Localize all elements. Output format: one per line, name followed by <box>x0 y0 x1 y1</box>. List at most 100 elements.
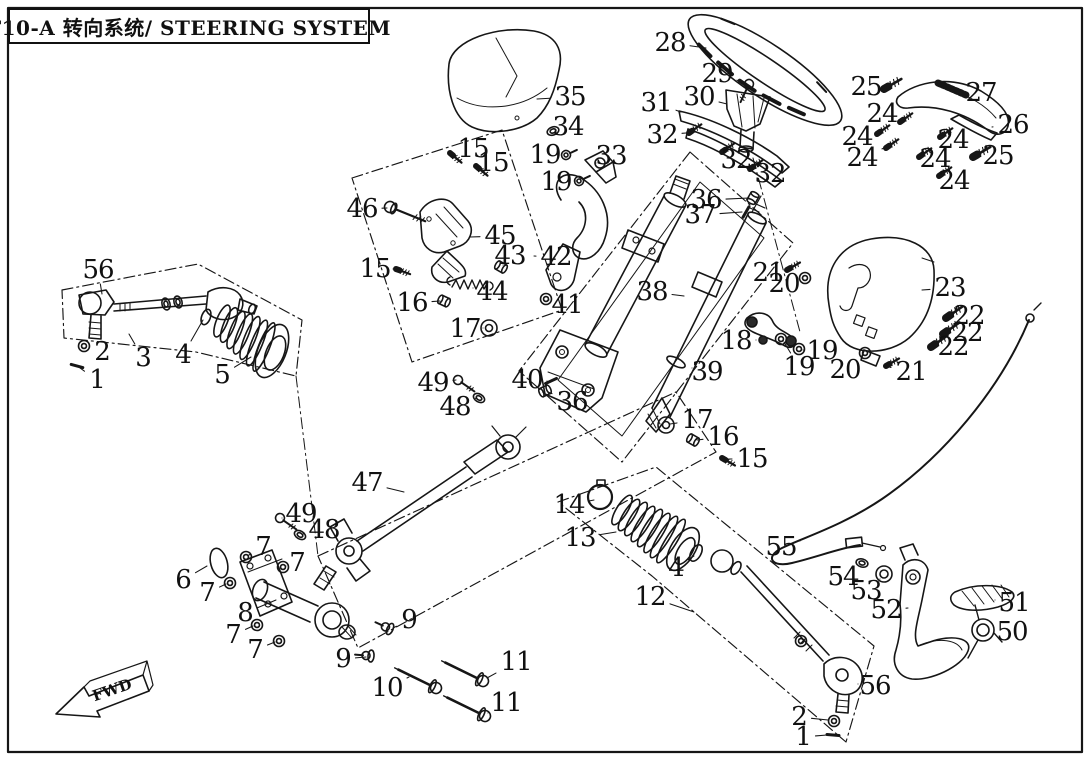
callout-7: 7 <box>247 635 276 665</box>
callout-43: 43 <box>494 241 526 271</box>
callout-label: 24 <box>846 143 878 173</box>
callout-16: 16 <box>696 422 740 452</box>
callout-22: 22 <box>933 332 970 362</box>
bolt10-hw <box>393 667 443 695</box>
callout-1: 1 <box>79 365 106 395</box>
pin-hw <box>544 376 558 386</box>
callout-19: 19 <box>529 140 563 170</box>
leader-line <box>392 625 398 629</box>
callout-label: 48 <box>439 392 470 422</box>
callout-label: 22 <box>937 332 968 362</box>
callout-label: 37 <box>684 200 715 230</box>
leader-line <box>671 293 685 297</box>
callout-1: 1 <box>795 722 828 752</box>
bolt10-hw <box>442 695 492 723</box>
callout-label: 25 <box>850 72 881 102</box>
column-bracket <box>539 329 619 413</box>
nut-hw <box>276 560 290 574</box>
callout-21: 21 <box>888 357 928 387</box>
callout-32: 32 <box>751 159 787 189</box>
callout-label: 15 <box>457 134 488 164</box>
callout-36: 36 <box>690 185 750 215</box>
callout-label: 39 <box>691 357 722 387</box>
callout-label: 18 <box>720 326 751 356</box>
callout-label: 14 <box>553 490 585 520</box>
callout-17: 17 <box>449 314 484 344</box>
coil-27 <box>934 79 970 99</box>
callout-label: 24 <box>938 166 970 196</box>
callout-label: 36 <box>690 185 721 215</box>
callout-24: 24 <box>846 143 885 173</box>
callout-44: 44 <box>472 277 509 307</box>
callout-20: 20 <box>768 269 803 299</box>
leader-line <box>736 79 747 84</box>
nut-hw <box>272 634 286 648</box>
bolt10-hw <box>440 660 490 688</box>
callout-label: 33 <box>595 141 626 171</box>
callout-5: 5 <box>214 356 252 390</box>
callout-46: 46 <box>346 194 388 224</box>
leader-line <box>266 641 276 646</box>
screw-hw <box>784 260 802 273</box>
leader-line <box>194 565 208 574</box>
pedal-pad <box>949 584 1015 611</box>
callout-label: 4 <box>175 340 191 370</box>
intermediate-shaft <box>317 391 717 649</box>
callout-17: 17 <box>669 405 714 435</box>
leader-line <box>386 487 405 493</box>
callout-24: 24 <box>937 125 970 155</box>
callout-24: 24 <box>938 166 971 196</box>
washer-hw <box>472 392 486 404</box>
callout-label: 47 <box>351 468 382 498</box>
callout-label: 22 <box>951 318 982 348</box>
spring-44 <box>446 276 494 291</box>
callout-label: 36 <box>556 387 587 417</box>
callout-label: 15 <box>477 148 508 178</box>
callout-20: 20 <box>829 354 864 385</box>
screw-hw <box>719 455 737 467</box>
leader-line <box>474 397 478 400</box>
callout-56: 56 <box>857 671 892 701</box>
callout-label: 7 <box>199 578 215 608</box>
callout-36: 36 <box>547 387 589 417</box>
callout-label: 27 <box>965 78 996 108</box>
callout-52: 52 <box>870 595 909 625</box>
nut-hw <box>794 634 808 648</box>
page-title: F10-A 转向系统/ STEERING SYSTEM <box>0 8 391 44</box>
callout-12: 12 <box>634 582 695 613</box>
steering-hub <box>725 89 771 153</box>
callout-25: 25 <box>976 141 1015 171</box>
callout-label: 6 <box>175 565 191 595</box>
callout-40: 40 <box>511 365 548 395</box>
callout-label: 56 <box>859 671 890 701</box>
screw-hw <box>897 111 914 125</box>
callout-35: 35 <box>536 82 587 112</box>
upper-cover <box>447 28 562 133</box>
brake-pedal <box>893 543 1015 680</box>
callout-label: 41 <box>551 290 582 320</box>
callout-53: 53 <box>850 576 882 606</box>
callout-label: 11 <box>490 688 521 718</box>
callout-19: 19 <box>540 167 577 197</box>
callout-7: 7 <box>199 578 227 608</box>
fwd-label: FWD <box>90 675 134 705</box>
callout-29: 29 <box>701 59 747 89</box>
nutlg-hw <box>657 416 675 434</box>
callout-label: 19 <box>806 336 837 366</box>
callout-label: 28 <box>654 28 685 58</box>
callout-label: 15 <box>736 444 767 474</box>
leader-line <box>669 422 678 425</box>
callout-label: 24 <box>919 144 951 174</box>
callout-label: 20 <box>829 355 860 385</box>
leader-line <box>861 354 864 357</box>
nut-hw <box>250 618 264 632</box>
washer-hw <box>855 558 869 568</box>
boltf-hw <box>374 621 395 636</box>
screwlg-hw <box>880 76 903 93</box>
callout-28: 28 <box>654 28 707 58</box>
callout-label: 2 <box>791 702 807 732</box>
callout-label: 9 <box>335 644 351 674</box>
callout-label: 51 <box>998 588 1029 618</box>
